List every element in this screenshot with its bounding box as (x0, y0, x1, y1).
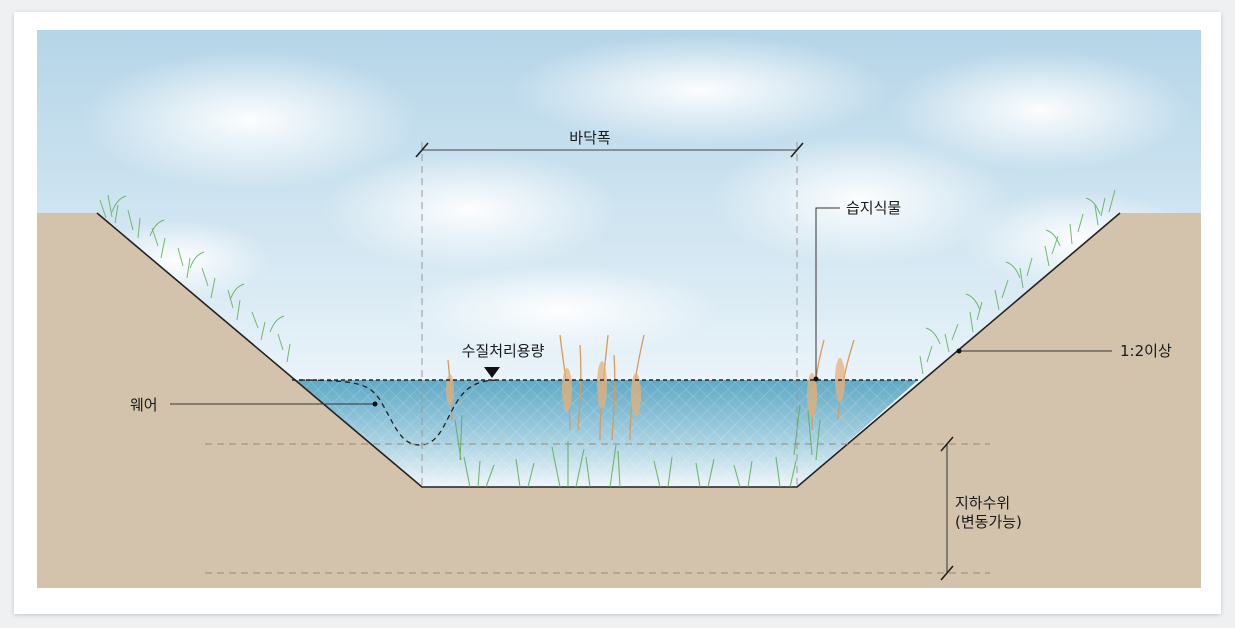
bottom-width-dimension (415, 142, 804, 487)
bottom-width-label: 바닥폭 (569, 129, 610, 147)
weir-dot (372, 401, 378, 407)
wetland-plants-label: 습지식물 (846, 199, 901, 217)
slope-dot (956, 348, 962, 354)
clouds (80, 35, 1200, 355)
groundwater-label-line1: 지하수위 (955, 494, 1010, 512)
weir-label: 웨어 (130, 396, 158, 414)
groundwater-label-line2: (변동가능) (955, 513, 1022, 531)
soil-ground (37, 213, 1201, 588)
reeds (446, 334, 855, 441)
slope-grass (99, 189, 1116, 375)
weir-curve (299, 379, 501, 446)
capacity-label: 수질처리용량 (462, 342, 545, 360)
capacity-triangle-icon (484, 367, 500, 378)
water-mesh (292, 380, 918, 487)
groundwater-dimension (205, 436, 990, 581)
wetland-plants-leader (815, 207, 840, 379)
slope-label: 1:2이상 (1120, 342, 1172, 360)
wetland-plants-dot (813, 376, 819, 382)
